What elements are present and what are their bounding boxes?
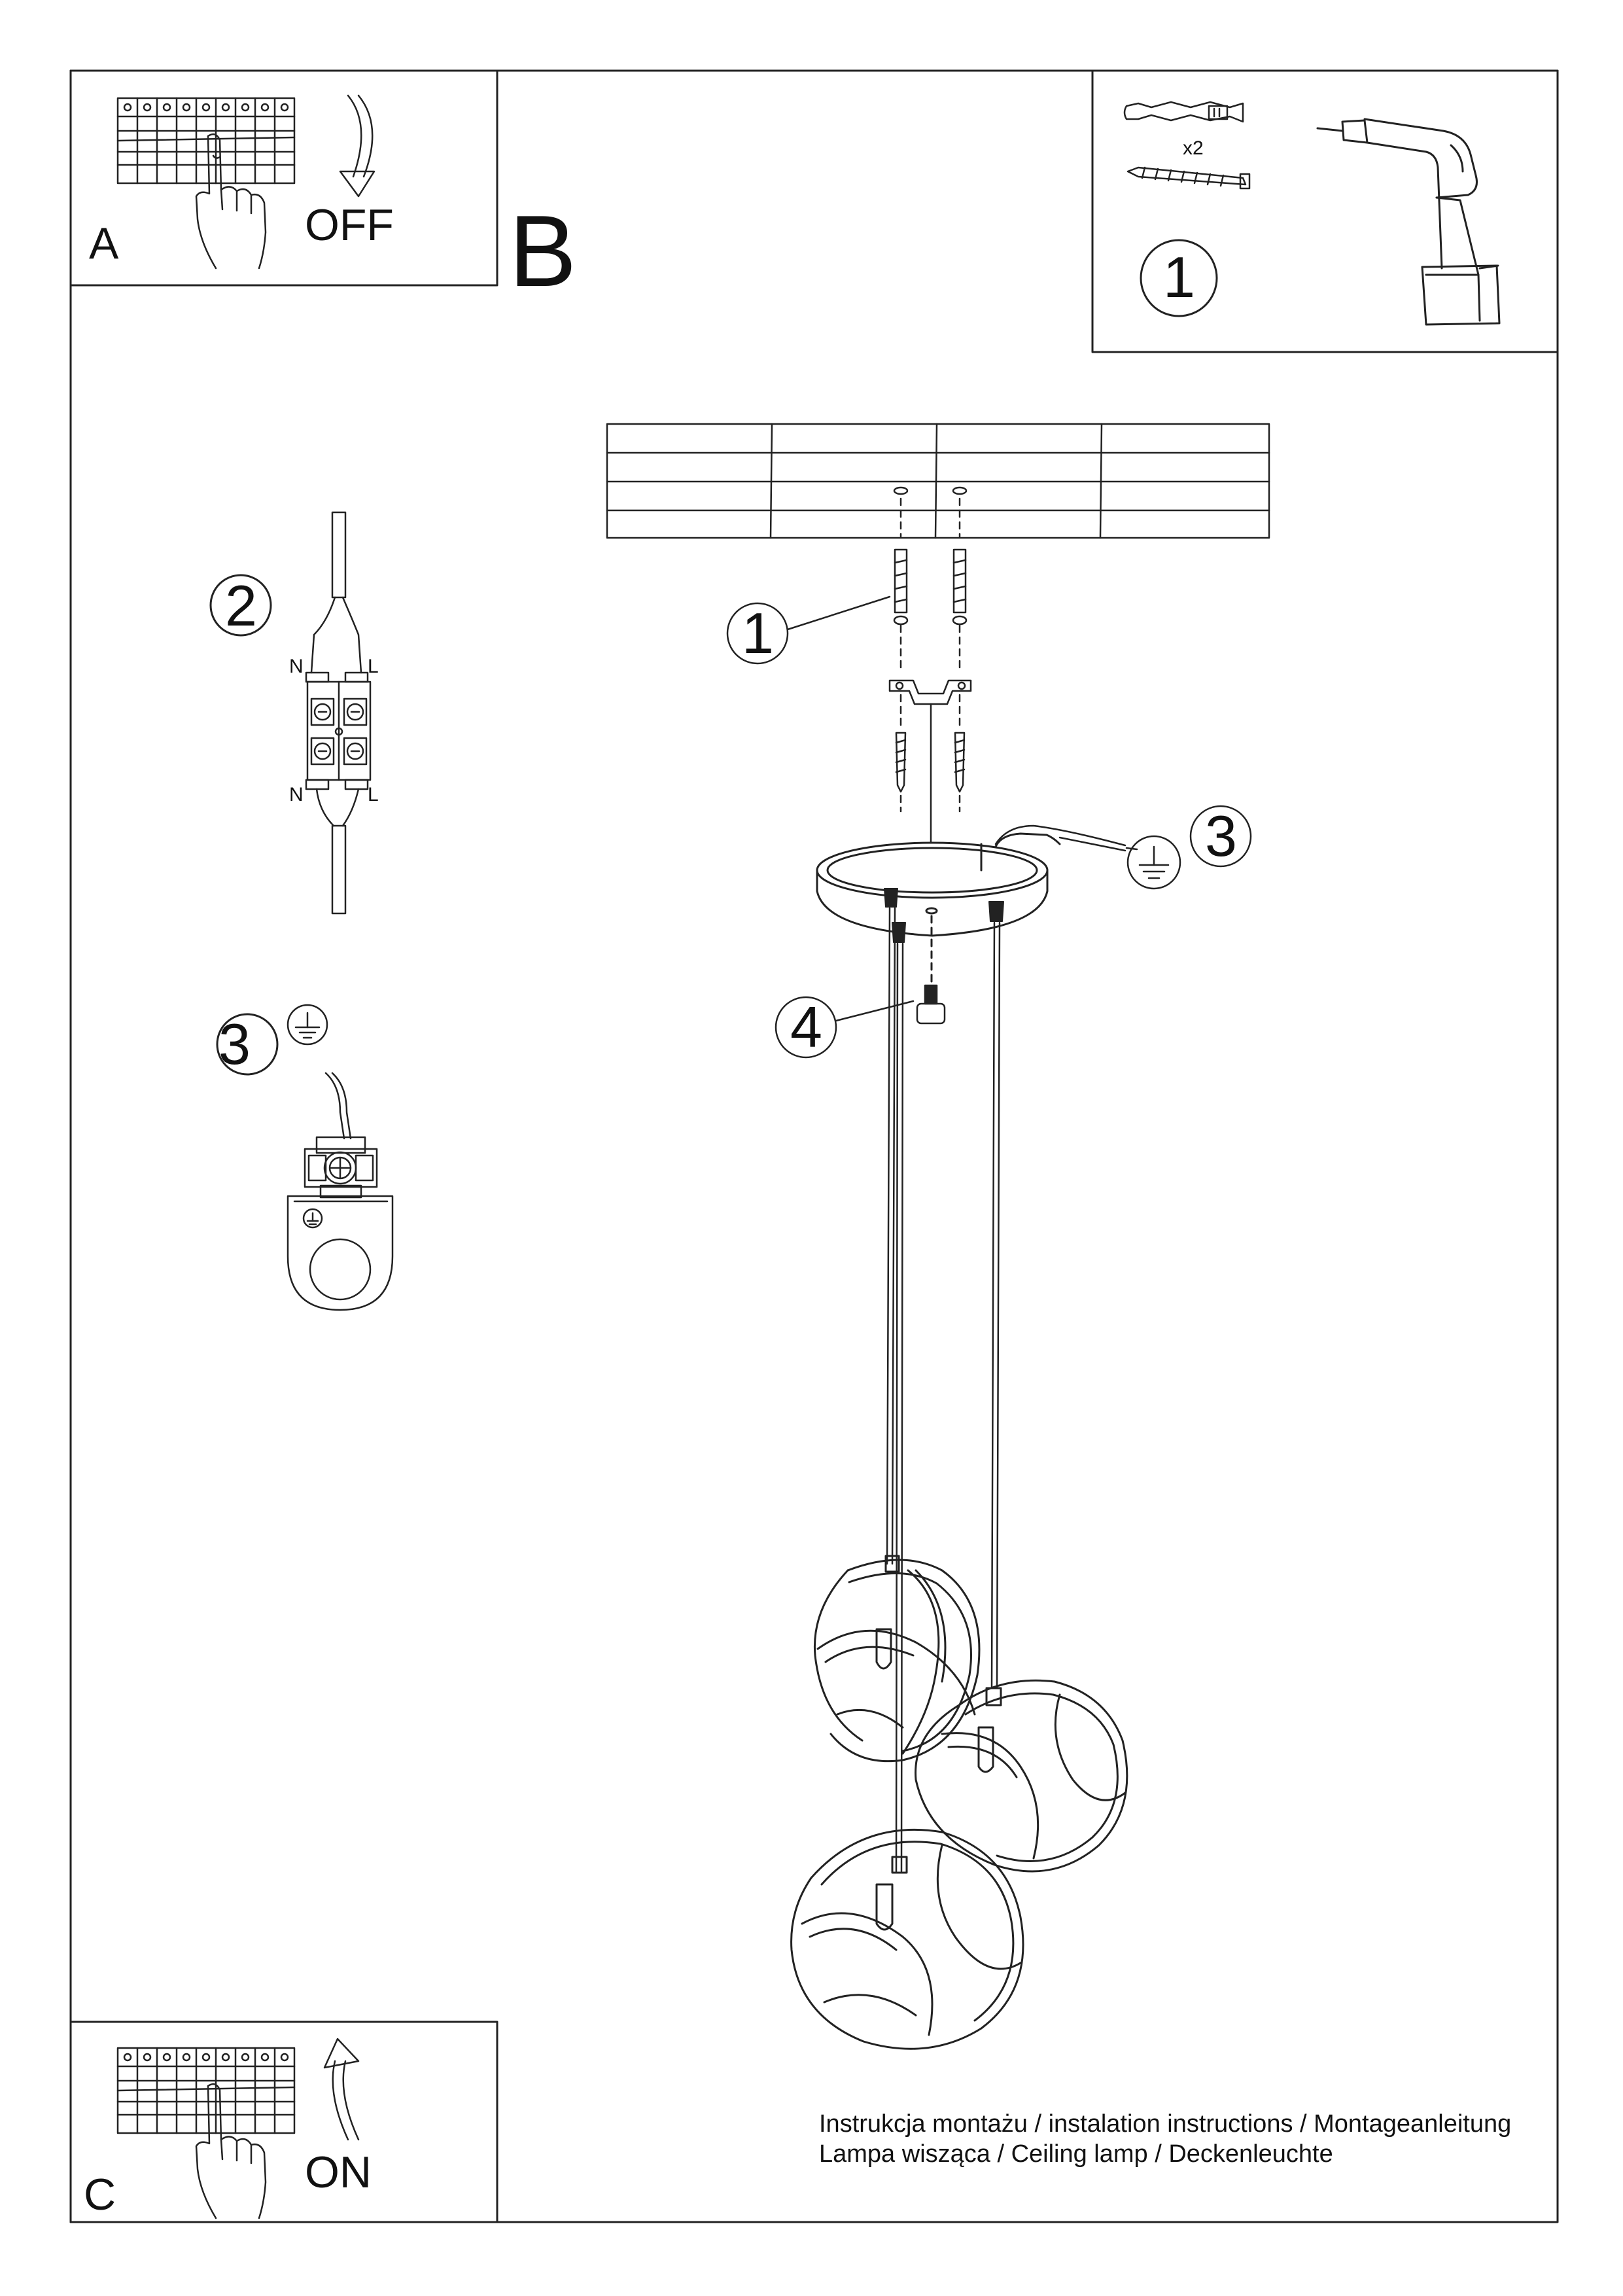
hand-on-icon [195, 2083, 267, 2219]
mounting-bracket-icon [888, 679, 972, 844]
wiring-neutral-bottom: N [289, 784, 304, 805]
footer-line-2: Lampa wisząca / Ceiling lamp / Deckenleu… [819, 2140, 1333, 2168]
screw-icon [1126, 166, 1251, 190]
panel-c-letter: C [84, 2170, 116, 2219]
switch-down-arrow-icon [339, 94, 375, 198]
earth-terminal-icon [287, 1072, 394, 1311]
panel-c-frame [69, 2021, 498, 2223]
earth-step-badge [216, 1013, 279, 1076]
callout-4-number: 4 [790, 995, 822, 1059]
tools-quantity: x2 [1183, 137, 1204, 159]
wall-plug-icon [1123, 101, 1244, 123]
lamp-shade-right [915, 1679, 1128, 1873]
panel-b-letter: B [509, 194, 577, 308]
footer-line-1: Instrukcja montażu / instalation instruc… [819, 2110, 1512, 2138]
wiring-live-top: L [368, 656, 379, 677]
callout-leaders [726, 595, 1252, 1059]
ceiling-slab-icon [606, 423, 1270, 539]
earth-step-number: 3 [218, 1012, 251, 1076]
tools-step-number: 1 [1163, 245, 1195, 309]
lamp-shade-lower [790, 1828, 1024, 2050]
lamp-shade-upper [813, 1555, 981, 1763]
breaker-on-icon [116, 2047, 296, 2134]
screws-icon [895, 732, 966, 813]
breaker-off-icon [116, 97, 296, 185]
dowel-holes [893, 486, 968, 538]
panel-tools-frame [1091, 69, 1559, 353]
drill-icon [1316, 118, 1501, 326]
wiring-neutral-top: N [289, 656, 304, 677]
panel-c-state: ON [305, 2147, 372, 2197]
ground-screw-icon [916, 984, 946, 1025]
suspension-cables [886, 907, 1001, 1873]
wiring-step-badge [209, 574, 272, 637]
tools-step-badge [1140, 239, 1218, 317]
terminal-block-wiring-icon [305, 511, 372, 915]
switch-up-arrow-icon [323, 2038, 360, 2141]
callout-3-number: 3 [1205, 804, 1237, 868]
hand-icon [195, 133, 267, 270]
panel-a-frame [69, 69, 498, 287]
callout-1-number: 1 [742, 601, 774, 665]
canopy-icon [816, 832, 1061, 983]
page-frame [69, 69, 1559, 2223]
wall-plugs-icon [893, 548, 968, 669]
panel-a-state: OFF [305, 200, 394, 250]
wiring-step-number: 2 [225, 573, 257, 638]
earth-lead-icon [994, 824, 1181, 890]
panel-a-letter: A [89, 219, 119, 268]
wiring-live-bottom: L [368, 784, 379, 805]
ground-symbol-icon [287, 1004, 328, 1046]
